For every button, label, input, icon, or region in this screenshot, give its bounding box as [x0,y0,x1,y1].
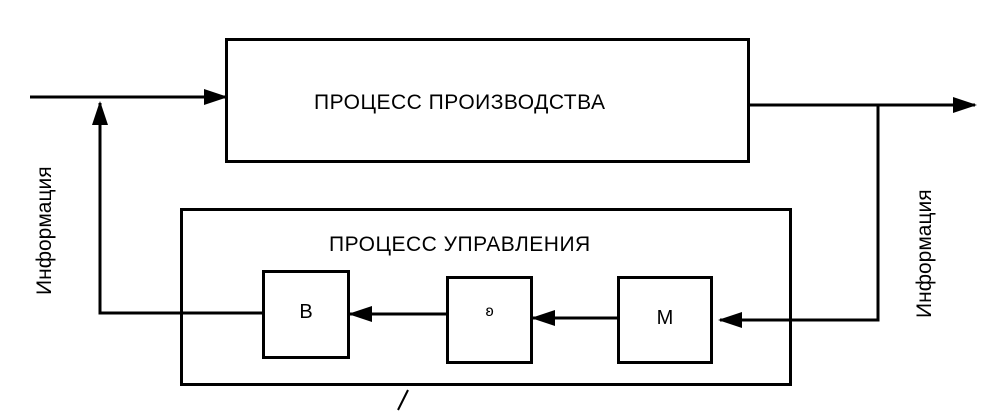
feedback-left-line [92,101,263,315]
stray-mark [397,389,409,411]
production-process-box: ПРОЦЕСС ПРОИЗВОДСТВА [225,38,750,163]
block-m-label: М [656,307,674,329]
block-b: В [262,270,350,359]
control-process-label: ПРОЦЕСС УПРАВЛЕНИЯ [329,233,591,256]
info-right-label: Информация [913,189,936,318]
feedback-right-line [718,105,880,328]
block-middle: ʚ [446,276,533,364]
production-process-label: ПРОЦЕСС ПРОИЗВОДСТВА [314,91,606,114]
info-left-label: Информация [33,166,56,295]
block-m: М [617,276,713,364]
block-middle-label: ʚ [485,303,494,320]
block-b-label: В [299,301,313,323]
control-process-box: ПРОЦЕСС УПРАВЛЕНИЯ [180,208,792,386]
